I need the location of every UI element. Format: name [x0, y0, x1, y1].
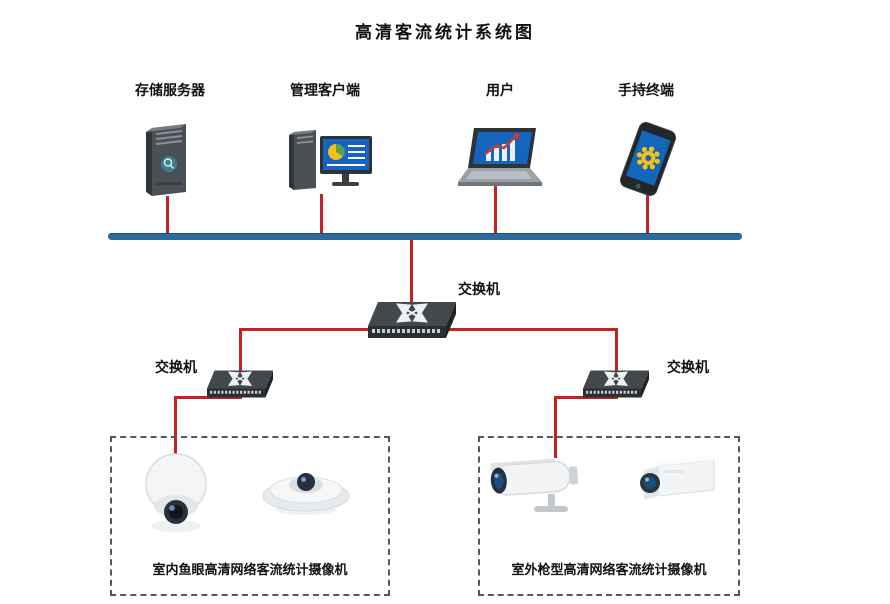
- label-outdoor-cameras: 室外枪型高清网络客流统计摄像机: [511, 563, 707, 578]
- box-camera-icon: [634, 450, 722, 516]
- right-switch-icon: [580, 366, 652, 405]
- connector-handheld-terminal: [646, 194, 649, 236]
- left-switch-icon: [204, 366, 276, 405]
- main-switch-icon: [364, 296, 460, 348]
- label-storage-server: 存储服务器: [135, 83, 205, 99]
- fisheye-dome-camera-icon: [136, 444, 216, 536]
- label-right-switch: 交换机: [667, 360, 709, 376]
- storage-server-icon: [142, 120, 194, 200]
- branch-left-vertical: [239, 328, 242, 374]
- indoor-camera-group: 室内鱼眼高清网络客流统计摄像机: [110, 436, 390, 596]
- ceiling-fisheye-camera-icon: [258, 452, 354, 518]
- outdoor-camera-group: 室外枪型高清网络客流统计摄像机: [478, 436, 740, 596]
- network-backbone-line: [108, 233, 742, 240]
- connector-user: [494, 186, 497, 236]
- connector-main-switch: [410, 240, 413, 303]
- drop-left-vertical: [174, 396, 177, 458]
- bullet-camera-icon: [482, 442, 590, 524]
- management-client-icon: [286, 126, 378, 198]
- label-main-switch: 交换机: [458, 282, 500, 298]
- connector-storage-server: [166, 196, 169, 236]
- connector-management-client: [320, 194, 323, 236]
- branch-right-vertical: [615, 328, 618, 374]
- drop-right-vertical: [554, 396, 557, 458]
- handheld-terminal-icon: [612, 120, 684, 198]
- diagram-title: 高清客流统计系统图: [355, 23, 535, 43]
- label-left-switch: 交换机: [155, 360, 197, 376]
- label-indoor-cameras: 室内鱼眼高清网络客流统计摄像机: [152, 563, 348, 578]
- user-laptop-icon: [452, 124, 546, 194]
- label-user: 用户: [486, 83, 514, 99]
- label-management-client: 管理客户端: [290, 83, 360, 99]
- label-handheld-terminal: 手持终端: [618, 83, 674, 99]
